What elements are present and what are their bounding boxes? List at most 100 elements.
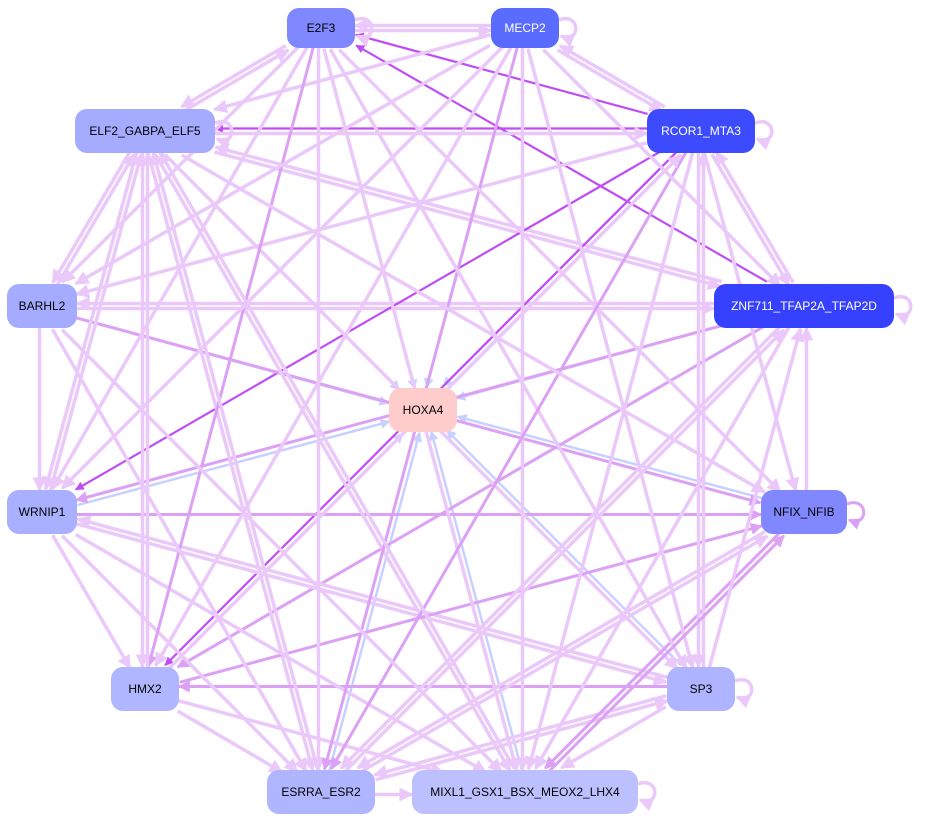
edge-znf711-to-elf2 xyxy=(214,143,723,284)
edge-rcor1-to-rcor1 xyxy=(754,119,774,151)
node-box xyxy=(667,667,735,711)
node-label: SP3 xyxy=(690,682,713,696)
edge-barhl2-to-esrra xyxy=(50,328,308,773)
node-box xyxy=(287,8,355,48)
node-znf711[interactable]: ZNF711_TFAP2A_TFAP2D xyxy=(714,284,894,328)
edge-elf2-to-znf711 xyxy=(213,150,722,290)
node-nfix[interactable]: NFIX_NFIB xyxy=(761,490,847,534)
edge-sp3-to-sp3 xyxy=(734,677,754,709)
edge-znf711-to-mixl1 xyxy=(533,325,791,770)
edge-mixl1-to-hoxa4 xyxy=(428,430,523,770)
edge-rcor1-to-e2f3 xyxy=(354,32,648,116)
edge-esrra-to-elf2 xyxy=(149,151,320,770)
edge-esrra-to-hoxa4 xyxy=(328,431,423,771)
edge-mixl1-to-mixl1 xyxy=(637,780,657,812)
edge-elf2-to-elf2 xyxy=(214,119,234,151)
node-box xyxy=(491,8,559,48)
node-label: E2F3 xyxy=(307,21,336,35)
edge-esrra-to-znf711 xyxy=(343,328,786,773)
edge-hmx2-to-mixl1 xyxy=(177,698,445,776)
edge-e2f3-to-elf2 xyxy=(180,44,287,109)
edge-sp3-to-mixl1 xyxy=(560,705,667,770)
node-box xyxy=(714,284,894,328)
edge-elf2-to-wrnip1 xyxy=(42,151,139,491)
node-label: ESRRA_ESR2 xyxy=(281,785,361,799)
node-label: MIXL1_GSX1_BSX_MEOX2_LHX4 xyxy=(430,785,620,799)
node-box xyxy=(267,770,375,814)
node-sp3[interactable]: SP3 xyxy=(667,667,735,711)
edge-mecp2-to-znf711 xyxy=(542,48,782,288)
edge-znf711-to-rcor1 xyxy=(714,150,795,284)
edge-nfix-to-nfix xyxy=(846,501,866,530)
edge-hmx2-to-esrra xyxy=(176,709,284,774)
edge-znf711-to-znf711 xyxy=(893,294,913,326)
edge-mixl1-to-nfix xyxy=(547,534,785,773)
edge-wrnip1-to-elf2 xyxy=(48,152,145,492)
node-label: HMX2 xyxy=(128,682,162,696)
edge-wrnip1-to-hoxa4 xyxy=(77,419,391,507)
node-box xyxy=(7,490,77,534)
edge-elf2-to-nfix xyxy=(180,153,766,494)
node-hmx2[interactable]: HMX2 xyxy=(111,667,179,711)
edge-e2f3-to-e2f3 xyxy=(354,16,374,48)
edge-e2f3-to-sp3 xyxy=(328,48,688,670)
node-wrnip1[interactable]: WRNIP1 xyxy=(7,490,77,534)
node-rcor1[interactable]: RCOR1_MTA3 xyxy=(647,109,755,153)
edge-mecp2-to-barhl2 xyxy=(74,43,491,286)
edge-rcor1-to-esrra xyxy=(330,151,688,770)
node-label: RCOR1_MTA3 xyxy=(661,124,741,138)
edge-rcor1-to-mixl1 xyxy=(524,151,695,771)
edge-sp3-to-esrra xyxy=(372,694,667,779)
node-hoxa4[interactable]: HOXA4 xyxy=(389,388,457,432)
edge-znf711-to-esrra xyxy=(339,325,782,770)
edge-wrnip1-to-esrra xyxy=(60,534,299,774)
edge-mecp2-to-rcor1 xyxy=(556,48,664,113)
edge-wrnip1-to-mixl1 xyxy=(74,532,488,774)
node-box xyxy=(7,284,77,328)
node-box xyxy=(111,667,179,711)
edge-e2f3-to-wrnip1 xyxy=(50,45,309,490)
edge-wrnip1-to-sp3 xyxy=(75,522,668,686)
edge-mixl1-to-elf2 xyxy=(158,150,517,770)
edge-mecp2-to-elf2 xyxy=(212,33,491,114)
edge-mecp2-to-wrnip1 xyxy=(60,44,505,490)
edge-barhl2-to-mixl1 xyxy=(60,328,503,773)
edge-elf2-to-e2f3 xyxy=(182,48,290,113)
node-label: BARHL2 xyxy=(19,299,66,313)
node-barhl2[interactable]: BARHL2 xyxy=(7,284,77,328)
edge-rcor1-to-wrnip1 xyxy=(74,149,663,491)
node-label: ZNF711_TFAP2A_TFAP2D xyxy=(731,299,877,313)
edge-rcor1-to-znf711 xyxy=(710,153,791,287)
edge-sp3-to-znf711 xyxy=(707,327,804,669)
node-label: WRNIP1 xyxy=(19,505,66,519)
edges-layer xyxy=(32,16,913,812)
edge-rcor1-to-barhl2 xyxy=(75,141,647,298)
edge-mecp2-to-hmx2 xyxy=(153,45,513,667)
edge-znf711-to-hmx2 xyxy=(176,324,766,669)
edge-e2f3-to-barhl2 xyxy=(61,44,301,284)
edge-nfix-to-mixl1 xyxy=(544,531,782,770)
node-label: NFIX_NFIB xyxy=(773,505,834,519)
node-box xyxy=(761,490,847,534)
node-box xyxy=(412,770,638,814)
edge-mecp2-to-mecp2 xyxy=(558,16,578,48)
edge-e2f3-to-hmx2 xyxy=(145,46,315,668)
node-label: MECP2 xyxy=(504,21,546,35)
edge-mecp2-to-sp3 xyxy=(526,48,697,669)
node-esrra[interactable]: ESRRA_ESR2 xyxy=(267,770,375,814)
node-e2f3[interactable]: E2F3 xyxy=(287,8,355,48)
edge-rcor1-to-mecp2 xyxy=(559,44,666,109)
edge-elf2-to-mixl1 xyxy=(153,153,512,773)
node-elf2[interactable]: ELF2_GABPA_ELF5 xyxy=(75,109,215,153)
node-mecp2[interactable]: MECP2 xyxy=(491,8,559,48)
edge-e2f3-to-nfix xyxy=(337,48,782,494)
edge-wrnip1-to-hmx2 xyxy=(51,534,132,670)
edge-barhl2-to-elf2 xyxy=(55,153,136,287)
edge-elf2-to-barhl2 xyxy=(51,150,132,284)
node-label: HOXA4 xyxy=(403,403,444,417)
node-mixl1[interactable]: MIXL1_GSX1_BSX_MEOX2_LHX4 xyxy=(412,770,638,814)
edge-sp3-to-hoxa4 xyxy=(445,429,682,667)
